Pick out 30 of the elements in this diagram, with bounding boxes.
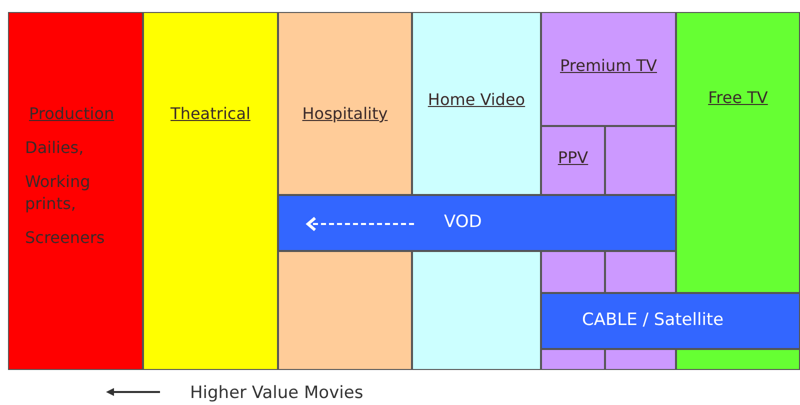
column-heading: PPV xyxy=(556,147,590,169)
note-text: Working prints, xyxy=(25,171,92,215)
column-segment xyxy=(412,251,541,370)
column-segment xyxy=(605,349,676,370)
channel-bar xyxy=(541,293,800,349)
column-heading: Theatrical xyxy=(170,103,252,125)
window-column xyxy=(541,126,605,195)
column-segment xyxy=(541,251,605,293)
column-segment xyxy=(605,251,676,293)
note-text: Dailies, xyxy=(25,137,84,159)
column-heading: Production xyxy=(28,103,116,125)
column-heading: Free TV xyxy=(707,87,769,109)
column-heading: Hospitality xyxy=(301,103,389,125)
bar-label: VOD xyxy=(444,211,482,234)
window-column xyxy=(8,12,143,370)
window-column xyxy=(278,12,412,195)
column-heading: Premium TV xyxy=(559,55,658,77)
note-text: Screeners xyxy=(25,227,105,249)
column-segment xyxy=(541,349,605,370)
window-column xyxy=(605,126,676,195)
bar-label: CABLE / Satellite xyxy=(582,309,724,332)
window-column xyxy=(412,12,541,195)
column-heading: Home Video xyxy=(426,89,526,111)
window-column xyxy=(676,12,800,293)
column-segment xyxy=(676,349,800,370)
window-column xyxy=(541,12,676,126)
window-column xyxy=(143,12,278,370)
column-segment xyxy=(278,251,412,370)
channel-bar xyxy=(278,195,676,251)
axis-caption: Higher Value Movies xyxy=(190,382,364,404)
